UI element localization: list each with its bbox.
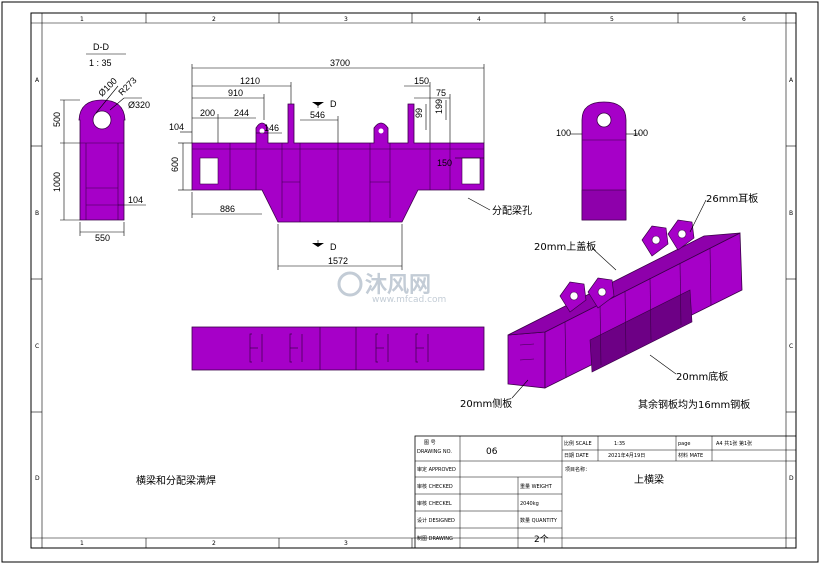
- note-weld: 横梁和分配梁满焊: [136, 474, 216, 487]
- dim-l910: 910: [228, 88, 243, 98]
- tb-weight: 2040kg: [520, 501, 539, 507]
- dim-w550: 550: [95, 233, 110, 243]
- watermark: 沐风网 www.mfcad.com: [337, 271, 446, 305]
- tb-part-name: 上横梁: [634, 473, 664, 486]
- tb-date: 2021年4月19日: [608, 452, 645, 459]
- dim-l75: 75: [436, 88, 446, 98]
- zone-bottom-1: 1: [80, 540, 84, 547]
- zone-left-b: B: [35, 210, 39, 217]
- dim-l886: 886: [220, 204, 235, 214]
- note-rest: 其余钢板均为16mm钢板: [638, 398, 750, 411]
- tb-page-label: page: [678, 441, 691, 447]
- dim-l244: 244: [234, 108, 249, 118]
- zone-right-a: A: [789, 77, 794, 84]
- dim-d100: Ø100: [96, 76, 119, 99]
- dim-e100a: 100: [556, 128, 571, 138]
- section-name: D-D: [93, 42, 109, 52]
- tb-material-label: 材料 MATE: [678, 452, 703, 459]
- note-ear: 26mm耳板: [706, 192, 758, 205]
- isometric-view: [507, 219, 743, 389]
- note-bottom: 20mm底板: [676, 370, 728, 383]
- zone-left-c: C: [35, 343, 39, 350]
- zone-top-1: 1: [80, 16, 84, 23]
- dim-l200: 200: [200, 108, 215, 118]
- dim-h600: 600: [170, 157, 180, 172]
- title-block: [414, 435, 797, 549]
- section-dd-view: [78, 99, 126, 221]
- tb-date-label: 日期 DATE: [564, 453, 589, 459]
- zone-left-d: D: [35, 475, 40, 482]
- tb-approved: 审定 APPROVED: [417, 466, 456, 473]
- zone-top-3: 3: [344, 16, 348, 23]
- zone-bottom-3: 3: [344, 540, 348, 547]
- dim-l1572: 1572: [328, 256, 348, 266]
- tb-weight-label: 重量 WEIGHT: [520, 483, 553, 490]
- zone-left-a: A: [35, 77, 40, 84]
- dim-l1210: 1210: [240, 76, 260, 86]
- dim-r273: R273: [116, 75, 138, 97]
- dim-l99: 99: [414, 108, 424, 118]
- tb-checked: 审核 CHECKED: [417, 483, 453, 490]
- cut-label-bottom: D: [330, 242, 337, 252]
- dim-h1000: 1000: [52, 172, 62, 192]
- zone-top-2: 2: [212, 16, 216, 23]
- zone-bottom-2: 2: [212, 540, 216, 547]
- side-view: [581, 101, 627, 221]
- top-view: [191, 326, 485, 371]
- dim-l150: 150: [414, 76, 429, 86]
- tb-drawing-no: 06: [486, 447, 498, 457]
- note-top-cover: 20mm上盖板: [534, 240, 596, 253]
- note-hole: 分配梁孔: [492, 204, 532, 217]
- tb-scale: 1:35: [614, 441, 625, 447]
- watermark-text: 沐风网: [365, 273, 431, 298]
- zone-right-b: B: [789, 210, 793, 217]
- tb-drawing-no-en: DRAWING NO.: [417, 449, 452, 455]
- dim-e100b: 100: [633, 128, 648, 138]
- dim-d320: Ø320: [128, 100, 150, 110]
- tb-quantity-label: 数量 QUANTITY: [520, 517, 558, 524]
- tb-scale-label: 比例 SCALE: [564, 440, 592, 447]
- tb-checkel: 审核 CHECKEL: [417, 500, 452, 507]
- dim-l150b: 150: [437, 158, 452, 168]
- tb-drawing-no-cn: 图 号: [424, 440, 436, 446]
- inner-frame: [30, 12, 797, 549]
- dim-l146: 146: [264, 123, 279, 133]
- dim-l199: 199: [434, 99, 444, 114]
- note-side: 20mm侧板: [460, 397, 512, 410]
- dim-w104a: 104: [128, 195, 143, 205]
- tb-designed: 设计 DESIGNED: [417, 517, 455, 524]
- dim-l546: 546: [310, 110, 325, 120]
- section-scale: 1 : 35: [89, 58, 112, 68]
- zone-top-6: 6: [742, 16, 746, 23]
- tb-drawn: 制图 DRAWING: [417, 535, 453, 542]
- dim-l3700: 3700: [330, 58, 350, 68]
- tb-quantity: 2个: [534, 534, 549, 545]
- dim-h500: 500: [52, 112, 62, 127]
- tb-project-label: 项目名称：: [565, 466, 590, 473]
- cut-label-top: D: [330, 99, 337, 109]
- zone-top-5: 5: [610, 16, 614, 23]
- tb-page-value: A4 共1张 第1张: [716, 440, 752, 447]
- watermark-url: www.mfcad.com: [372, 295, 446, 305]
- zone-right-c: C: [789, 343, 793, 350]
- zone-right-d: D: [789, 475, 794, 482]
- dim-l104: 104: [169, 122, 184, 132]
- zone-top-4: 4: [477, 16, 481, 23]
